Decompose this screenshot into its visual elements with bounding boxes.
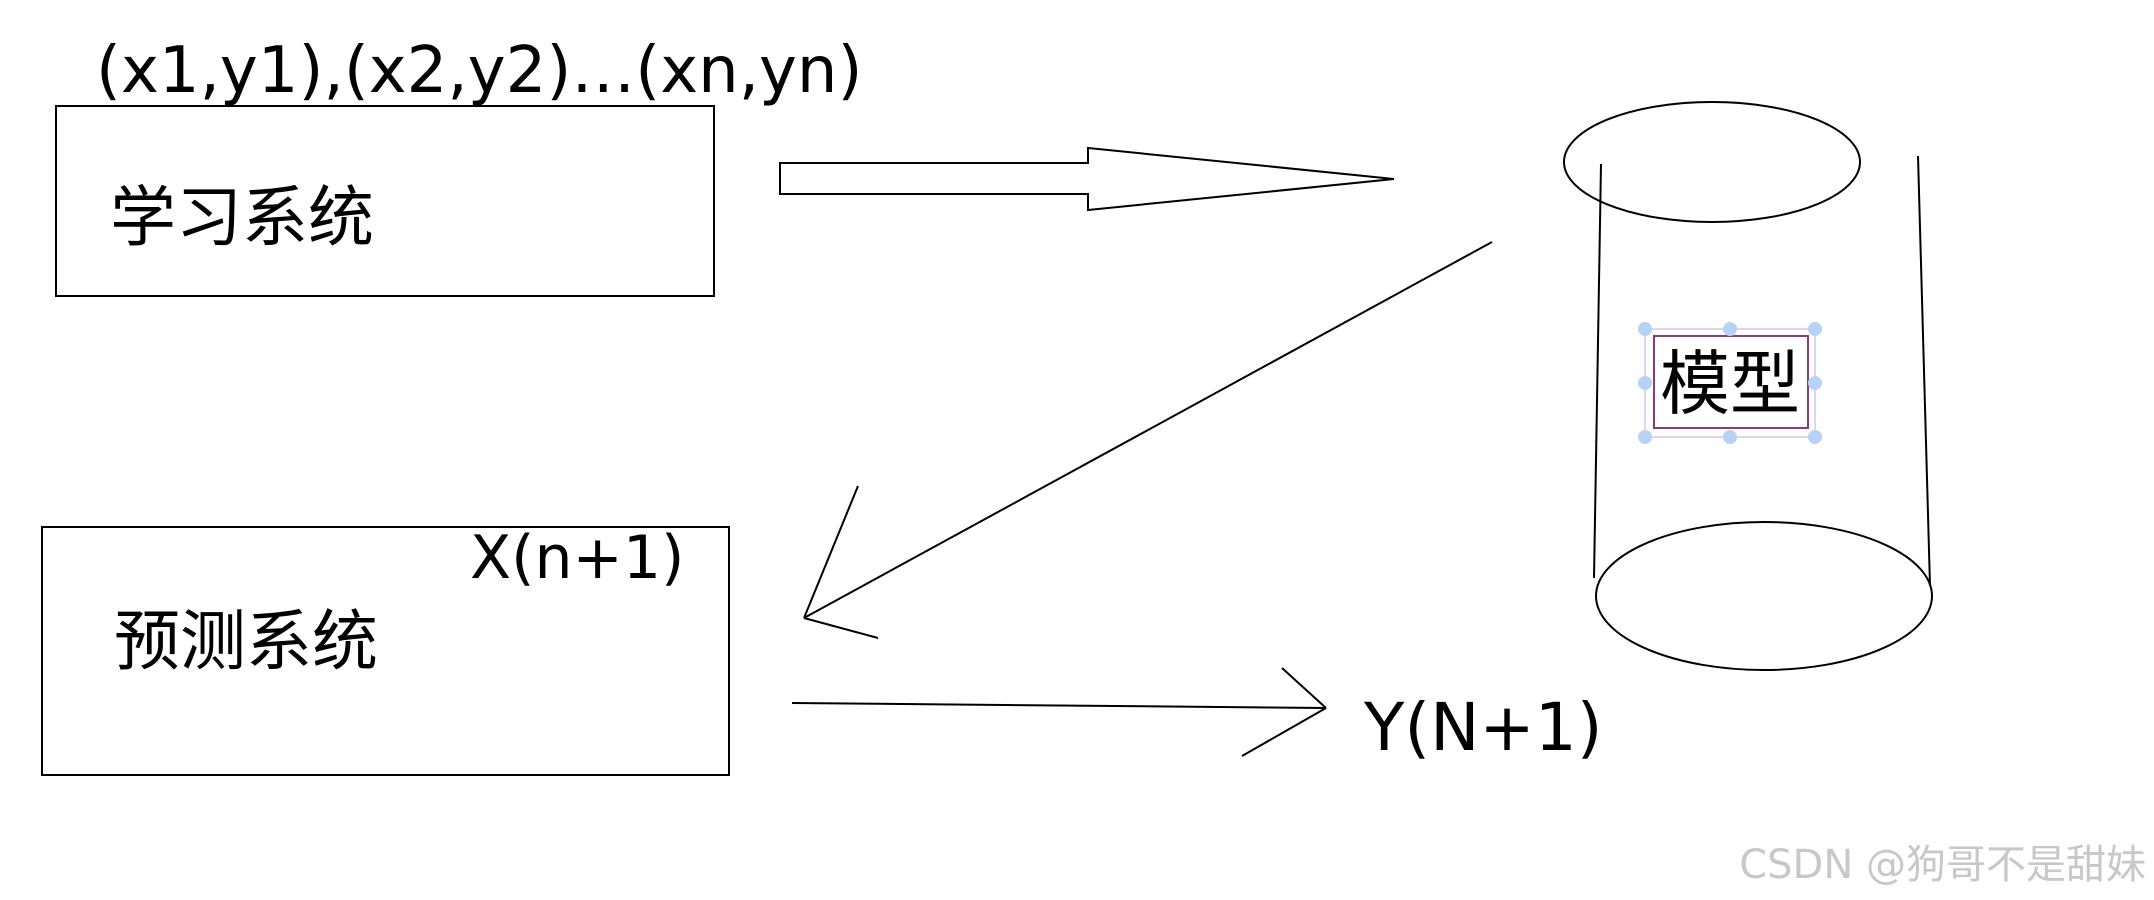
prediction-system-box: 预测系统 X(n+1): [41, 523, 730, 776]
prediction-system-box-outline: [41, 526, 730, 776]
model-cylinder-top: [1563, 101, 1861, 223]
model-to-prediction-arrow-shaft: [803, 241, 1493, 619]
prediction-to-output-arrow: [791, 667, 1327, 757]
learning-system-label: 学习系统: [110, 179, 374, 256]
model-to-prediction-arrow-head-lower: [803, 617, 879, 639]
prediction-to-output-arrow-shaft: [791, 702, 1327, 709]
model-cylinder-bottom: [1595, 521, 1933, 671]
model-label-selection[interactable]: 模型: [1638, 322, 1822, 444]
model-cylinder-right-side: [1917, 155, 1931, 587]
selection-handle-bottom-right[interactable]: [1808, 430, 1822, 444]
model-cylinder-left-side: [1593, 163, 1602, 579]
output-label: Y(N+1): [1363, 689, 1602, 766]
prediction-to-output-arrow-head-lower: [1241, 707, 1327, 757]
model-to-prediction-arrow: [803, 241, 1493, 639]
learning-system-box: 学习系统: [55, 105, 715, 297]
selection-handle-bottom-left[interactable]: [1638, 430, 1652, 444]
selection-handle-top-left[interactable]: [1638, 322, 1652, 336]
learning-to-model-arrow: [779, 146, 1395, 212]
selection-handle-left[interactable]: [1638, 376, 1652, 390]
learning-system-box-outline: [55, 105, 715, 297]
selection-handle-bottom[interactable]: [1723, 430, 1737, 444]
selection-handle-top[interactable]: [1723, 322, 1737, 336]
selection-handle-right[interactable]: [1808, 376, 1822, 390]
prediction-system-label: 预测系统: [114, 603, 378, 680]
watermark: CSDN @狗哥不是甜妹: [1739, 842, 2146, 888]
input-label: X(n+1): [470, 523, 684, 593]
model-to-prediction-arrow-head-upper: [803, 485, 859, 619]
model-cylinder: [1563, 101, 1933, 671]
selection-handle-top-right[interactable]: [1808, 322, 1822, 336]
training-data-label: (x1,y1),(x2,y2)…(xn,yn): [96, 34, 862, 108]
model-label: 模型: [1660, 343, 1800, 425]
selection-inner-box: [1653, 335, 1809, 429]
prediction-to-output-arrow-head-upper: [1281, 667, 1327, 709]
